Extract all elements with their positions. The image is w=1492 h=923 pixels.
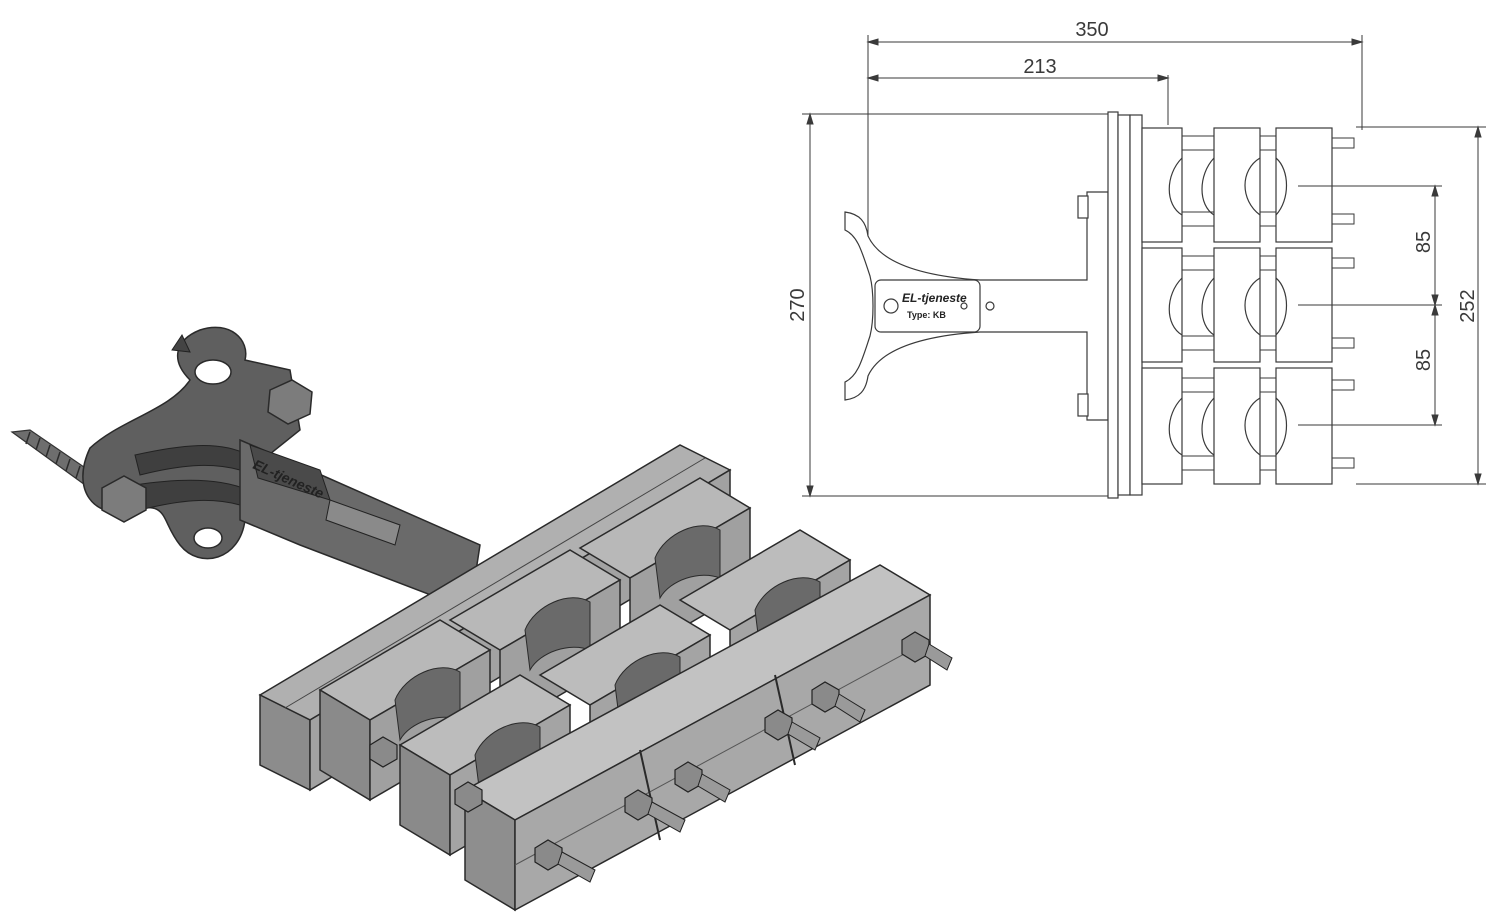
drawing-label-brand: EL-tjeneste [902, 291, 967, 305]
dimension-labels: 350 213 270 252 85 85 [787, 19, 1479, 371]
lag-screw [10, 429, 101, 491]
dim-overall-width: 350 [1075, 19, 1108, 41]
dim-bracket-height: 270 [787, 288, 809, 321]
side-view-drawing: EL-tjeneste Type: KB [844, 111, 1355, 499]
drawing-label-type: Type: KB [907, 310, 946, 320]
bracket-side: EL-tjeneste Type: KB [844, 191, 1109, 421]
clamp-cover-rail [463, 564, 932, 912]
isometric-view: EL-tjeneste [10, 326, 953, 912]
dim-bracket-width: 213 [1023, 56, 1056, 78]
clamp-bolt [369, 631, 953, 883]
clamp-row-bottom [1141, 367, 1333, 485]
bracket-arm: EL-tjeneste [239, 438, 481, 612]
bracket-hex-bolt [101, 379, 313, 523]
dim-clamp-height: 252 [1457, 289, 1479, 322]
rail-side [1107, 111, 1143, 499]
dimension-lines [802, 35, 1486, 498]
clamp-bolts-side [1181, 135, 1355, 471]
dim-pitch-upper: 85 [1413, 231, 1435, 253]
clamp-row-top [1141, 127, 1333, 243]
dim-pitch-lower: 85 [1413, 349, 1435, 371]
